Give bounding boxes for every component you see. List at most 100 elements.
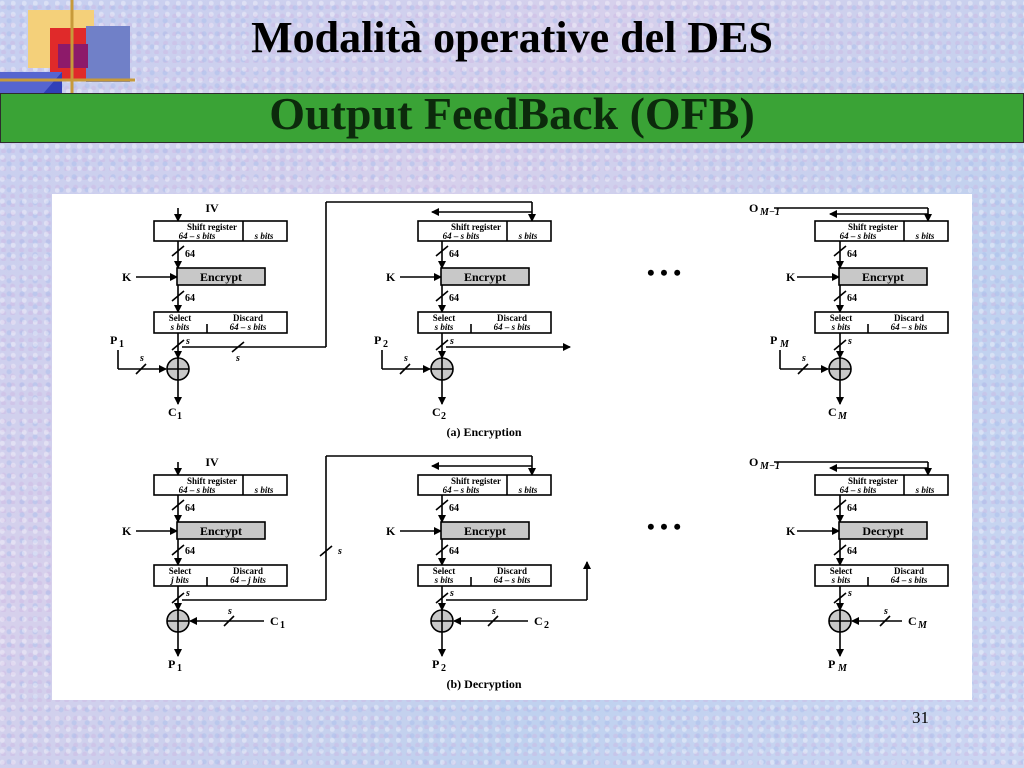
slide-title: Modalità operative del DES [251, 13, 773, 62]
svg-text:64 – s bits: 64 – s bits [443, 231, 480, 241]
svg-text:s: s [337, 546, 342, 557]
svg-text:P: P [110, 333, 117, 347]
svg-text:s: s [449, 588, 454, 599]
svg-text:64 – s bits: 64 – s bits [443, 485, 480, 495]
svg-text:64: 64 [847, 293, 857, 304]
svg-text:s bits: s bits [831, 322, 851, 332]
svg-text:Encrypt: Encrypt [200, 524, 242, 538]
svg-text:2: 2 [441, 411, 446, 422]
svg-text:64: 64 [847, 503, 857, 514]
svg-text:s bits: s bits [434, 575, 454, 585]
subtitle-bar [0, 93, 1024, 143]
svg-text:64: 64 [847, 546, 857, 557]
svg-text:64: 64 [449, 546, 459, 557]
svg-text:s bits: s bits [915, 231, 935, 241]
svg-text:s: s [139, 353, 144, 364]
svg-text:Select: Select [433, 313, 456, 323]
svg-text:Shift register: Shift register [848, 476, 898, 486]
svg-text:P: P [168, 657, 175, 671]
svg-text:64 – s bits: 64 – s bits [494, 575, 531, 585]
svg-text:1: 1 [119, 339, 124, 350]
svg-text:Shift register: Shift register [451, 476, 501, 486]
svg-text:P: P [432, 657, 439, 671]
svg-text:K: K [122, 270, 132, 284]
svg-text:s: s [403, 353, 408, 364]
svg-text:O: O [749, 201, 758, 215]
svg-text:Discard: Discard [497, 566, 527, 576]
svg-text:Discard: Discard [497, 313, 527, 323]
svg-text:s: s [847, 588, 852, 599]
svg-text:s: s [227, 606, 232, 617]
decryption-caption: (b) Decryption [447, 677, 522, 691]
svg-text:K: K [386, 524, 396, 538]
svg-text:Encrypt: Encrypt [464, 524, 506, 538]
svg-text:s: s [491, 606, 496, 617]
iv-label: IV [205, 201, 219, 215]
svg-text:s bits: s bits [254, 231, 274, 241]
svg-text:C: C [270, 614, 279, 628]
svg-text:M−1: M−1 [759, 461, 780, 472]
svg-text:K: K [786, 524, 796, 538]
svg-text:s: s [801, 353, 806, 364]
encrypt-box-label: Encrypt [200, 270, 242, 284]
svg-text:O: O [749, 455, 758, 469]
svg-text:64: 64 [185, 249, 195, 260]
svg-text:2: 2 [441, 663, 446, 674]
ellipsis-enc: • • • [647, 260, 681, 285]
svg-text:64: 64 [185, 546, 195, 557]
svg-text:M: M [837, 411, 848, 422]
svg-text:s bits: s bits [518, 485, 538, 495]
svg-text:P: P [828, 657, 835, 671]
svg-text:Select: Select [830, 313, 853, 323]
svg-text:64 – s bits: 64 – s bits [891, 575, 928, 585]
encryption-caption: (a) Encryption [447, 425, 522, 439]
svg-text:s bits: s bits [915, 485, 935, 495]
svg-text:64 – s bits: 64 – s bits [494, 322, 531, 332]
svg-text:M: M [917, 620, 928, 631]
svg-text:64: 64 [449, 249, 459, 260]
svg-text:s bits: s bits [518, 231, 538, 241]
svg-text:C: C [828, 405, 837, 419]
svg-text:Discard: Discard [233, 313, 263, 323]
svg-text:Discard: Discard [233, 566, 263, 576]
svg-text:C: C [168, 405, 177, 419]
svg-text:64: 64 [185, 293, 195, 304]
svg-text:M: M [779, 339, 790, 350]
svg-text:64 – s bits: 64 – s bits [230, 322, 267, 332]
svg-text:64: 64 [449, 293, 459, 304]
decrypt-box-label: Decrypt [862, 524, 903, 538]
svg-text:s: s [235, 353, 240, 364]
svg-text:s: s [449, 336, 454, 347]
svg-text:s: s [185, 588, 190, 599]
svg-text:P: P [374, 333, 381, 347]
svg-text:Select: Select [169, 313, 192, 323]
svg-text:s bits: s bits [254, 485, 274, 495]
svg-text:j bits: j bits [169, 575, 189, 585]
svg-text:M: M [837, 663, 848, 674]
svg-text:64 – s bits: 64 – s bits [891, 322, 928, 332]
svg-text:M−1: M−1 [759, 207, 780, 218]
svg-text:64 – s bits: 64 – s bits [840, 231, 877, 241]
svg-text:K: K [386, 270, 396, 284]
svg-text:64: 64 [847, 249, 857, 260]
svg-text:s: s [847, 336, 852, 347]
svg-text:64: 64 [185, 503, 195, 514]
svg-text:64 – s bits: 64 – s bits [840, 485, 877, 495]
svg-text:Shift register: Shift register [187, 476, 237, 486]
svg-text:Discard: Discard [894, 313, 924, 323]
svg-text:IV: IV [205, 455, 219, 469]
svg-text:64 – j bits: 64 – j bits [230, 575, 266, 585]
svg-text:64 – s bits: 64 – s bits [179, 231, 216, 241]
svg-text:Encrypt: Encrypt [464, 270, 506, 284]
svg-text:Encrypt: Encrypt [862, 270, 904, 284]
ofb-diagram: IV Shift register 64 – s bits s bits 64 … [52, 194, 972, 700]
svg-text:64 – s bits: 64 – s bits [179, 485, 216, 495]
slide-subtitle: Output FeedBack (OFB) [269, 88, 755, 139]
svg-text:s: s [883, 606, 888, 617]
svg-text:Select: Select [830, 566, 853, 576]
svg-text:Select: Select [433, 566, 456, 576]
svg-text:1: 1 [280, 620, 285, 631]
svg-text:P: P [770, 333, 777, 347]
svg-text:C: C [534, 614, 543, 628]
svg-text:2: 2 [383, 339, 388, 350]
